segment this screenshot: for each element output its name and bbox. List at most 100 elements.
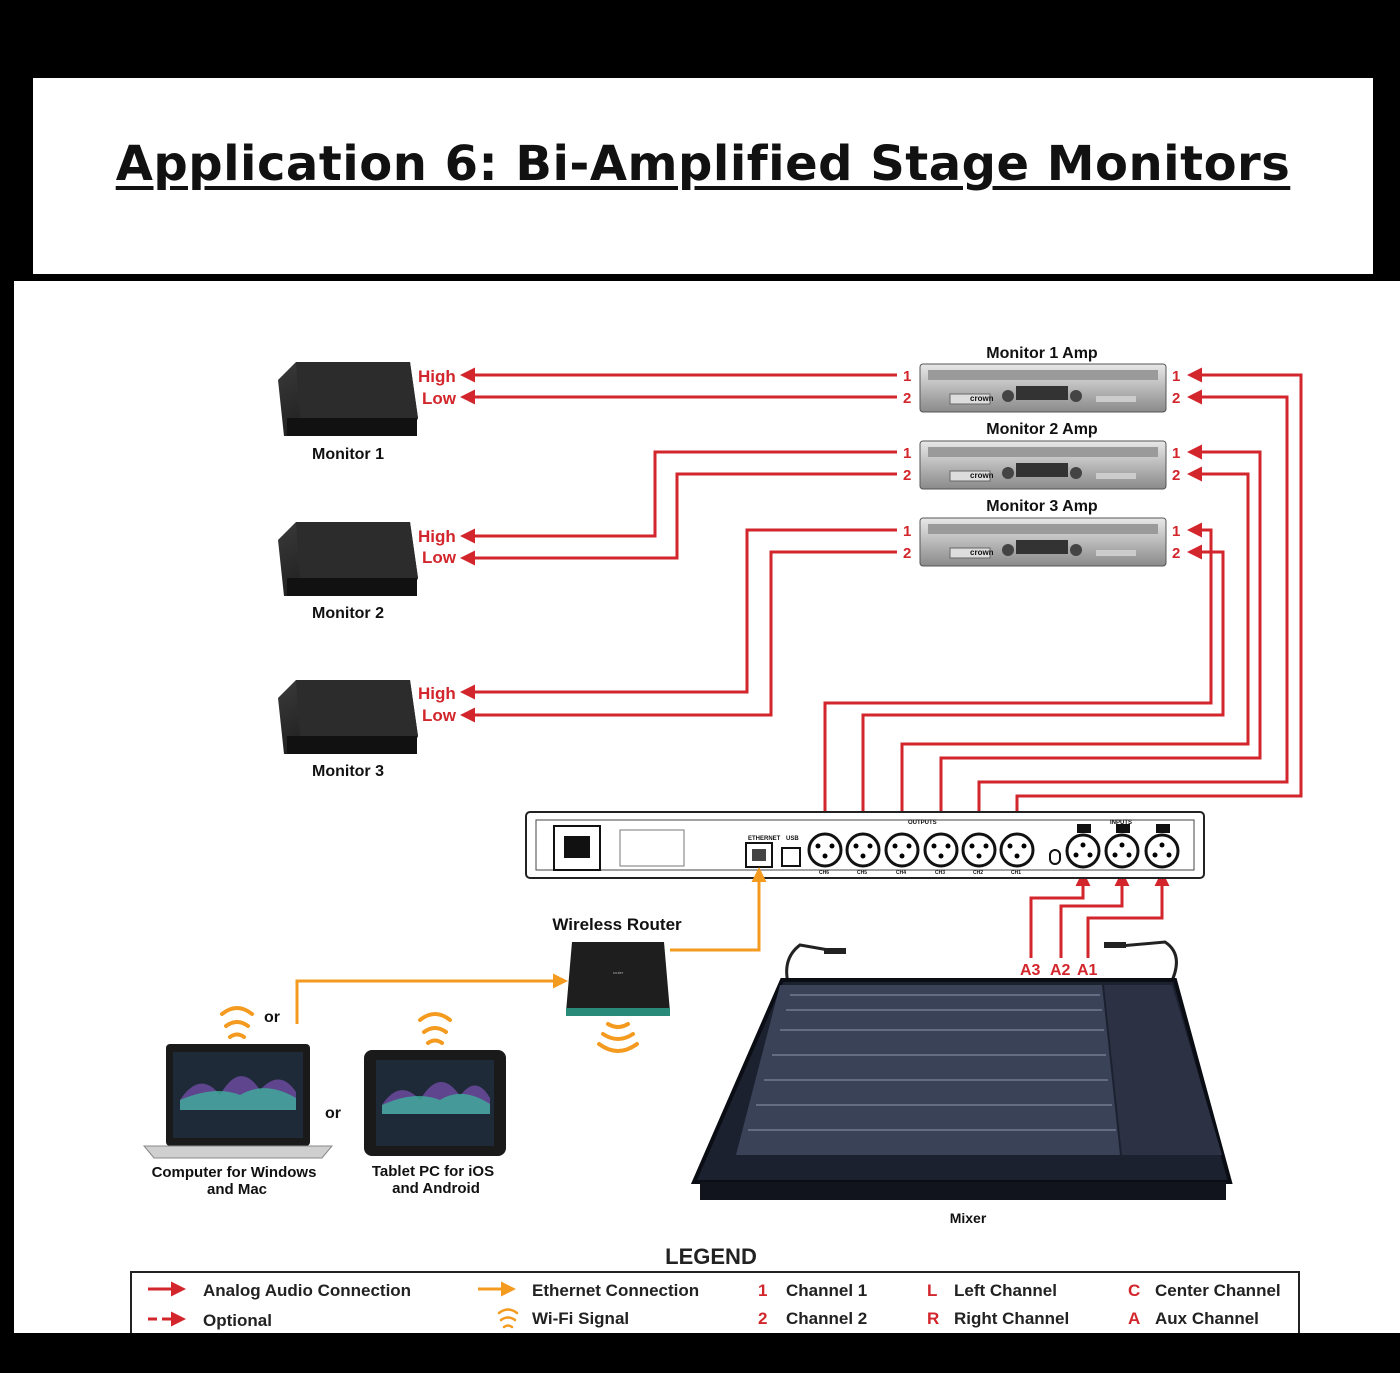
legend-ethernet-label: Ethernet Connection bbox=[532, 1281, 699, 1300]
amp-2-brand: crown bbox=[970, 471, 994, 480]
legend-ch1-key: 1 bbox=[758, 1281, 767, 1300]
legend-aux-label: Aux Channel bbox=[1155, 1309, 1259, 1328]
amp3-to-monitor3-low-line bbox=[460, 550, 897, 723]
amp-3-out-1: 1 bbox=[903, 523, 911, 540]
power-inlet-icon bbox=[553, 825, 601, 871]
legend-c-key: C bbox=[1128, 1281, 1140, 1300]
svg-text:router: router bbox=[613, 970, 624, 975]
amp-3-icon bbox=[919, 517, 1167, 567]
aux-a2-label: A2 bbox=[1050, 962, 1071, 979]
output-channel-labels: CH6 CH5 CH4 CH3 CH2 CH1 bbox=[819, 870, 1021, 876]
aux-a3-label: A3 bbox=[1020, 962, 1041, 979]
amp-1-in-2: 2 bbox=[1172, 390, 1180, 407]
or-label-2: or bbox=[325, 1105, 341, 1122]
ch4-label: CH4 bbox=[896, 870, 906, 876]
amp2-to-monitor2-low-line bbox=[460, 472, 897, 566]
analog-audio-connections bbox=[460, 367, 1303, 958]
legend-ch2-key: 2 bbox=[758, 1309, 767, 1328]
input-2-xlr-icon bbox=[1104, 824, 1140, 869]
bottom-band bbox=[0, 1333, 1400, 1373]
legend-r-key: R bbox=[927, 1309, 939, 1328]
monitor-3-speaker-icon bbox=[278, 680, 418, 754]
amp3-to-monitor3-high-line bbox=[460, 528, 897, 700]
legend-box bbox=[130, 1271, 1300, 1343]
amp-3-brand: crown bbox=[970, 548, 994, 557]
monitor-2-high-label: High bbox=[418, 527, 456, 546]
ch5-to-amp3-in2-line bbox=[861, 544, 1225, 832]
tablet-wifi-icon bbox=[418, 1012, 452, 1045]
tablet-label-line2: and Android bbox=[392, 1180, 480, 1197]
output-ch1-xlr-icon bbox=[999, 832, 1035, 868]
monitor-2-speaker-icon bbox=[278, 522, 418, 596]
a2-to-input2-line bbox=[1059, 871, 1130, 958]
laptop-to-router-ethernet-line bbox=[295, 973, 568, 1024]
output-ch2-xlr-icon bbox=[961, 832, 997, 868]
laptop-computer-icon bbox=[142, 1044, 334, 1159]
ch1-to-amp1-in1-line bbox=[1015, 367, 1303, 832]
legend-a-key: A bbox=[1128, 1309, 1140, 1328]
wireless-router-icon: router bbox=[566, 942, 670, 1016]
ch2-to-amp1-in2-line bbox=[977, 389, 1289, 832]
title-banner: Application 6: Bi-Amplified Stage Monito… bbox=[33, 78, 1373, 274]
legend-ch1-label: Channel 1 bbox=[786, 1281, 867, 1300]
usb-port-label: USB bbox=[786, 836, 799, 842]
ch2-label: CH2 bbox=[973, 870, 983, 876]
monitor-2-label: Monitor 2 bbox=[312, 605, 384, 622]
amp-3-in-1: 1 bbox=[1172, 523, 1180, 540]
amp-3-out-2: 2 bbox=[903, 545, 911, 562]
processor-output-jacks bbox=[807, 832, 1035, 868]
amp-1-label: Monitor 1 Amp bbox=[986, 345, 1098, 362]
amp-2-icon bbox=[919, 440, 1167, 490]
amp-2-in-2: 2 bbox=[1172, 467, 1180, 484]
amp2-to-monitor2-high-line bbox=[460, 450, 897, 544]
page-title: Application 6: Bi-Amplified Stage Monito… bbox=[115, 136, 1291, 192]
amp-2-out-2: 2 bbox=[903, 467, 911, 484]
legend-left-label: Left Channel bbox=[954, 1281, 1057, 1300]
amp-1-brand: crown bbox=[970, 394, 994, 403]
output-ch4-xlr-icon bbox=[884, 832, 920, 868]
monitor-1-label: Monitor 1 bbox=[312, 446, 384, 463]
legend-title: LEGEND bbox=[665, 1244, 757, 1269]
ch3-to-amp2-in1-line bbox=[939, 444, 1262, 832]
router-to-processor-ethernet-line bbox=[670, 867, 767, 952]
output-ch3-xlr-icon bbox=[923, 832, 959, 868]
input-3-xlr-icon bbox=[1065, 824, 1101, 869]
ch4-to-amp2-in2-line bbox=[900, 466, 1250, 832]
legend-wifi-icon bbox=[497, 1308, 519, 1329]
tablet-icon bbox=[364, 1050, 506, 1156]
monitor-3-low-label: Low bbox=[422, 706, 457, 725]
legend-analog-label: Analog Audio Connection bbox=[203, 1281, 411, 1300]
legend-optional-label: Optional bbox=[203, 1311, 272, 1330]
ch6-to-amp3-in1-line bbox=[823, 522, 1213, 832]
laptop-wifi-icon bbox=[220, 1006, 254, 1039]
router-label: Wireless Router bbox=[552, 915, 682, 934]
or-label-1: or bbox=[264, 1009, 280, 1026]
ch6-label: CH6 bbox=[819, 870, 829, 876]
monitor-1-speaker-icon bbox=[278, 362, 418, 436]
usb-port-icon bbox=[781, 847, 801, 867]
amp-1-out-1: 1 bbox=[903, 368, 911, 385]
inputs-label: INPUTS bbox=[1110, 820, 1132, 826]
legend-right-label: Right Channel bbox=[954, 1309, 1069, 1328]
input-1-xlr-icon bbox=[1144, 824, 1180, 869]
amp-2-out-1: 1 bbox=[903, 445, 911, 462]
amp-1-icon bbox=[919, 363, 1167, 413]
amp-3-in-2: 2 bbox=[1172, 545, 1180, 562]
ch5-label: CH5 bbox=[857, 870, 867, 876]
amp-1-in-1: 1 bbox=[1172, 368, 1180, 385]
legend-ch2-label: Channel 2 bbox=[786, 1309, 867, 1328]
amp-2-in-1: 1 bbox=[1172, 445, 1180, 462]
monitor-3-high-label: High bbox=[418, 684, 456, 703]
computer-label-line2: and Mac bbox=[207, 1181, 267, 1198]
ch3-label: CH3 bbox=[935, 870, 945, 876]
monitor-2-low-label: Low bbox=[422, 548, 457, 567]
outputs-label: OUTPUTS bbox=[908, 820, 937, 826]
mixer-console-icon bbox=[690, 940, 1233, 1200]
output-ch6-xlr-icon bbox=[807, 832, 843, 868]
tablet-label-line1: Tablet PC for iOS bbox=[372, 1163, 494, 1180]
processor-input-jacks bbox=[1065, 824, 1180, 869]
amp-2-label: Monitor 2 Amp bbox=[986, 421, 1098, 438]
monitor-3-label: Monitor 3 bbox=[312, 763, 384, 780]
monitor-1-high-label: High bbox=[418, 367, 456, 386]
